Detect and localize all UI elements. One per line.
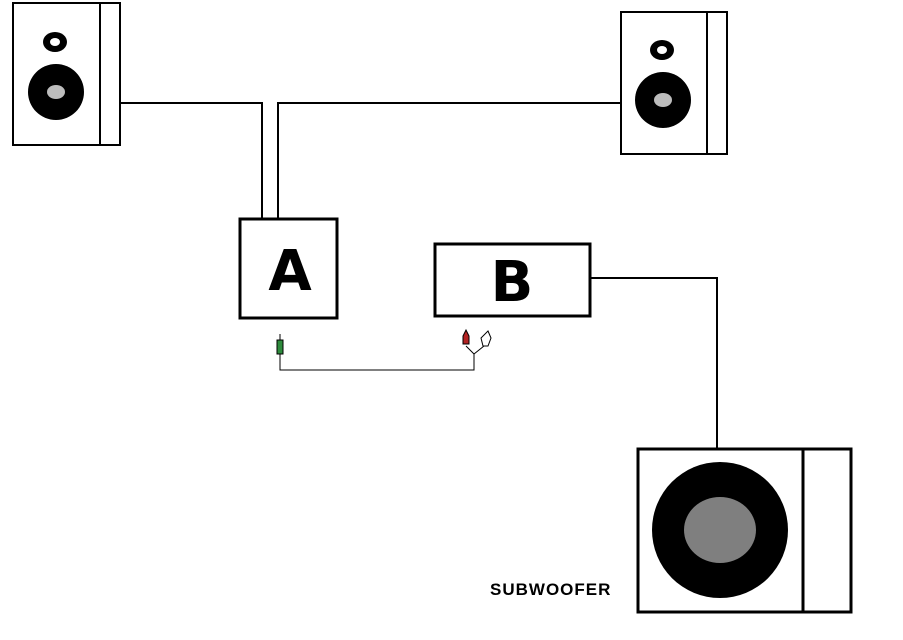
subwoofer-dust-cap — [684, 497, 756, 563]
rca-plug-icon — [480, 330, 492, 347]
rca-green-plug — [276, 339, 284, 355]
rca-white-plug — [480, 330, 492, 347]
right-speaker — [620, 11, 728, 155]
box-a: A — [238, 217, 339, 320]
subwoofer — [636, 447, 853, 614]
rca-cable — [276, 328, 492, 371]
subwoofer-wire — [590, 277, 718, 449]
left-speaker-wire — [120, 102, 263, 219]
speaker-icon — [28, 32, 84, 120]
box-a-frame — [238, 217, 339, 320]
left-speaker — [12, 2, 121, 146]
box-a-label: A — [268, 239, 312, 304]
rca-wire — [279, 354, 475, 371]
rca-plug-icon — [276, 334, 284, 355]
right-dust-cap — [654, 93, 672, 107]
box-b-label: B — [491, 250, 534, 315]
box-b: B — [433, 242, 592, 318]
right-speaker-wire — [277, 102, 621, 219]
subwoofer-icon — [652, 462, 788, 598]
box-b-frame — [433, 242, 592, 318]
rca-red-plug — [462, 328, 470, 345]
subwoofer-label: SUBWOOFER — [490, 580, 611, 599]
rca-plug-icon — [462, 328, 470, 345]
speaker-icon — [635, 40, 691, 128]
left-dust-cap — [47, 85, 65, 99]
